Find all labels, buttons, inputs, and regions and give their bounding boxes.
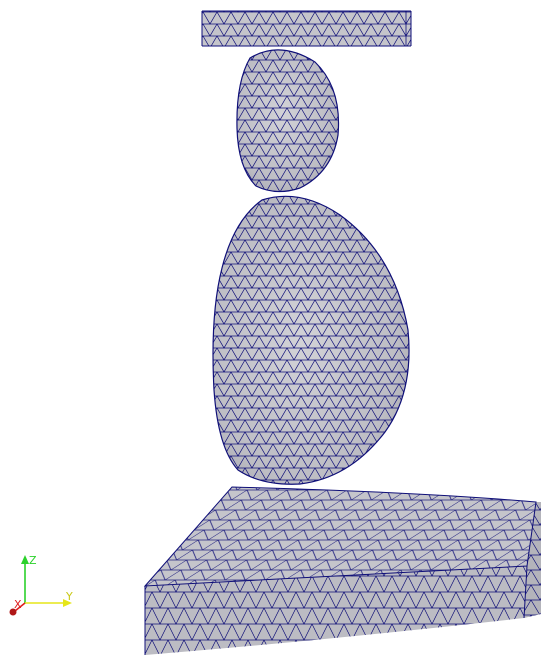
top-plate[interactable] [201,10,412,47]
x-axis: X [9,598,26,616]
large-ellipsoid[interactable] [212,195,410,485]
y-axis-label: Y [65,590,73,603]
z-axis: Z [21,554,37,603]
orientation-axes: Z Y X [9,554,73,616]
y-axis: Y [25,590,73,607]
z-axis-label: Z [29,554,37,567]
x-axis-label: X [14,598,22,611]
base-quarter-cylinder[interactable] [143,486,541,655]
small-ellipsoid[interactable] [236,49,340,193]
